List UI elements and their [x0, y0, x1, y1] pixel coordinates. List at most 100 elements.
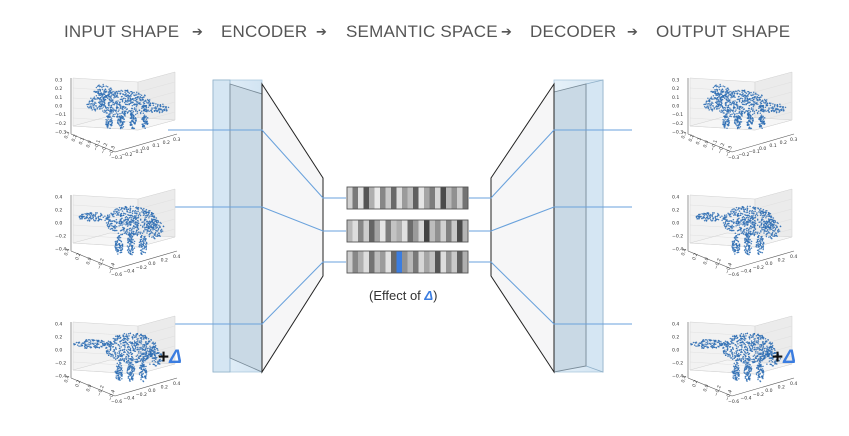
- plot-point: [96, 339, 98, 341]
- plot-point: [108, 115, 111, 117]
- plot-point: [750, 91, 752, 94]
- plot-point: [98, 341, 100, 343]
- plot-point: [761, 122, 764, 125]
- plot-point: [749, 232, 751, 235]
- plot-point: [732, 100, 735, 103]
- plot-point: [120, 213, 122, 215]
- plot-point: [115, 218, 118, 221]
- plot-z-tick: 0.2: [672, 335, 679, 341]
- plot-x-tick: 0.0: [85, 384, 93, 393]
- plot-point: [117, 96, 119, 98]
- plot-point: [748, 249, 751, 252]
- encoder-plane: [261, 82, 324, 374]
- plot-z-tick: −0.3: [672, 130, 683, 136]
- plot-point: [130, 95, 132, 97]
- plot-point: [119, 340, 122, 343]
- plot-point: [117, 344, 119, 346]
- plot-point: [106, 106, 109, 109]
- plot-point: [751, 209, 754, 212]
- plot-y-tick: 0.0: [765, 388, 772, 394]
- plot-point: [123, 97, 125, 99]
- plot-point: [126, 371, 128, 373]
- plot-point: [113, 108, 115, 111]
- plot-point: [756, 348, 759, 350]
- plot-point: [112, 115, 114, 118]
- plot-point: [131, 221, 133, 224]
- plot-point: [113, 340, 115, 343]
- plot-point-cloud: [703, 83, 787, 130]
- plot-point: [148, 220, 151, 222]
- plot-point: [131, 107, 134, 110]
- plot-point: [107, 214, 109, 216]
- plot-point: [81, 215, 84, 218]
- plot-point: [123, 358, 126, 360]
- plot-point: [148, 230, 151, 233]
- plot-point: [727, 355, 729, 358]
- plot-point: [91, 103, 94, 105]
- plot-point: [773, 226, 775, 228]
- plot-point: [723, 119, 725, 122]
- plot-point: [741, 218, 744, 221]
- plot-point: [145, 104, 148, 107]
- plot-point: [117, 237, 119, 240]
- plot-point: [760, 109, 762, 112]
- plot-point: [758, 105, 761, 108]
- plot-x-axis: [70, 133, 116, 153]
- plot-point: [157, 229, 160, 231]
- plot-point: [737, 98, 740, 101]
- plot-point: [165, 108, 168, 111]
- plot-point: [763, 109, 765, 112]
- plot-point: [764, 230, 766, 232]
- plot-point: [740, 118, 742, 121]
- plot-point: [95, 95, 98, 97]
- plot-point: [153, 351, 156, 353]
- plot-point: [135, 211, 138, 213]
- plot-point: [748, 101, 750, 103]
- plot-point: [110, 345, 112, 347]
- plot-point: [108, 116, 111, 119]
- plot-point: [156, 361, 159, 364]
- plot-point: [755, 245, 757, 248]
- latent-code-cell: [374, 220, 381, 242]
- plot-point: [719, 85, 721, 87]
- plot-point: [738, 224, 740, 226]
- plot-point: [135, 119, 137, 122]
- plot-point: [135, 361, 138, 364]
- plot-point: [142, 104, 145, 106]
- plot-point: [760, 124, 763, 127]
- plot-point: [754, 228, 757, 230]
- plot-point: [742, 208, 745, 210]
- plot-point: [732, 218, 735, 221]
- plot-point: [759, 112, 762, 114]
- latent-codes: [346, 186, 469, 274]
- plot-point: [154, 107, 156, 109]
- plot-point: [138, 340, 141, 342]
- plot-point: [126, 103, 129, 106]
- plot-point: [92, 339, 95, 341]
- plot-point: [758, 107, 760, 109]
- plot-point: [94, 339, 96, 342]
- plot-point: [725, 216, 728, 218]
- plot-point: [731, 96, 734, 98]
- plot-point: [151, 357, 154, 359]
- plot-point: [129, 237, 131, 239]
- plot-point: [124, 94, 126, 97]
- plot-x-tick: −0.2: [100, 142, 109, 155]
- plot-point: [140, 110, 143, 113]
- plot-point: [144, 349, 147, 351]
- plot-point: [742, 95, 745, 97]
- plot-point: [119, 229, 122, 232]
- plot-point: [127, 344, 130, 346]
- plot-z-tick: 0.2: [672, 86, 679, 92]
- plot-point: [706, 215, 709, 217]
- plot-point: [143, 96, 145, 98]
- plot-point: [126, 225, 129, 227]
- plot-point: [93, 96, 96, 98]
- plot-point: [705, 217, 708, 219]
- plot-point: [141, 250, 143, 253]
- plot-point: [751, 360, 754, 363]
- plot-point: [131, 371, 133, 374]
- plot-point: [727, 212, 729, 215]
- plot-point: [744, 228, 746, 231]
- plot-point: [710, 220, 713, 222]
